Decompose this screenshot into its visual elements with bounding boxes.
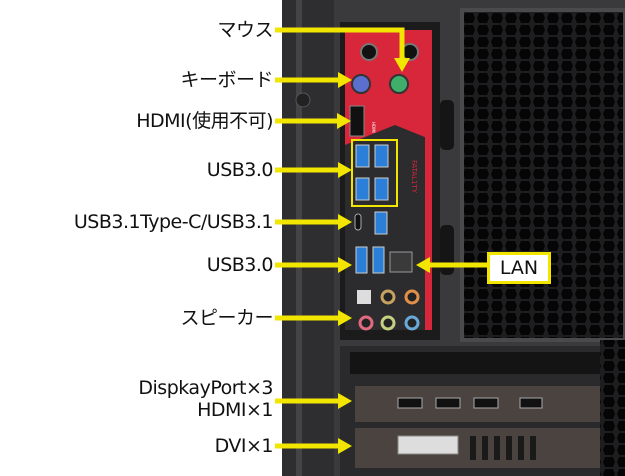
usb30-ports-bottom bbox=[355, 246, 385, 274]
label-gpu-hdmi: HDMI×1 bbox=[197, 399, 273, 421]
arrow-mouse bbox=[275, 27, 405, 62]
case-screw bbox=[295, 92, 311, 108]
label-hdmi-disabled: HDMI(使用不可) bbox=[136, 110, 273, 132]
ps2-mouse-port bbox=[389, 74, 409, 94]
spdif-port bbox=[357, 290, 371, 304]
usb30-ports-top bbox=[355, 144, 389, 201]
usb31-port bbox=[374, 211, 388, 235]
label-usb30-bottom: USB3.0 bbox=[206, 254, 274, 276]
svg-text:HDMI: HDMI bbox=[371, 122, 376, 133]
dvi-port bbox=[397, 435, 459, 455]
annotation-arrows bbox=[275, 27, 487, 454]
hdmi-port bbox=[349, 105, 365, 137]
label-usb31: USB3.1Type-C/USB3.1 bbox=[73, 211, 274, 233]
label-gpu-displayport: DispkayPort×3 bbox=[138, 377, 273, 399]
label-lan: LAN bbox=[487, 252, 551, 284]
label-speaker: スピーカー bbox=[180, 307, 273, 329]
usb-type-c-port bbox=[354, 213, 362, 231]
brand-logo: FATAL1TY bbox=[410, 160, 418, 194]
ventilation-mesh bbox=[462, 10, 625, 340]
ps2-keyboard-port bbox=[351, 74, 371, 94]
label-keyboard: キーボード bbox=[180, 69, 273, 91]
gpu-bracket-bottom bbox=[355, 428, 600, 468]
label-mouse: マウス bbox=[217, 19, 273, 41]
usb30-highlight-box bbox=[351, 139, 398, 207]
lan-port bbox=[389, 251, 413, 273]
label-gpu-dvi: DVI×1 bbox=[214, 435, 274, 457]
label-usb30-top: USB3.0 bbox=[206, 159, 274, 181]
